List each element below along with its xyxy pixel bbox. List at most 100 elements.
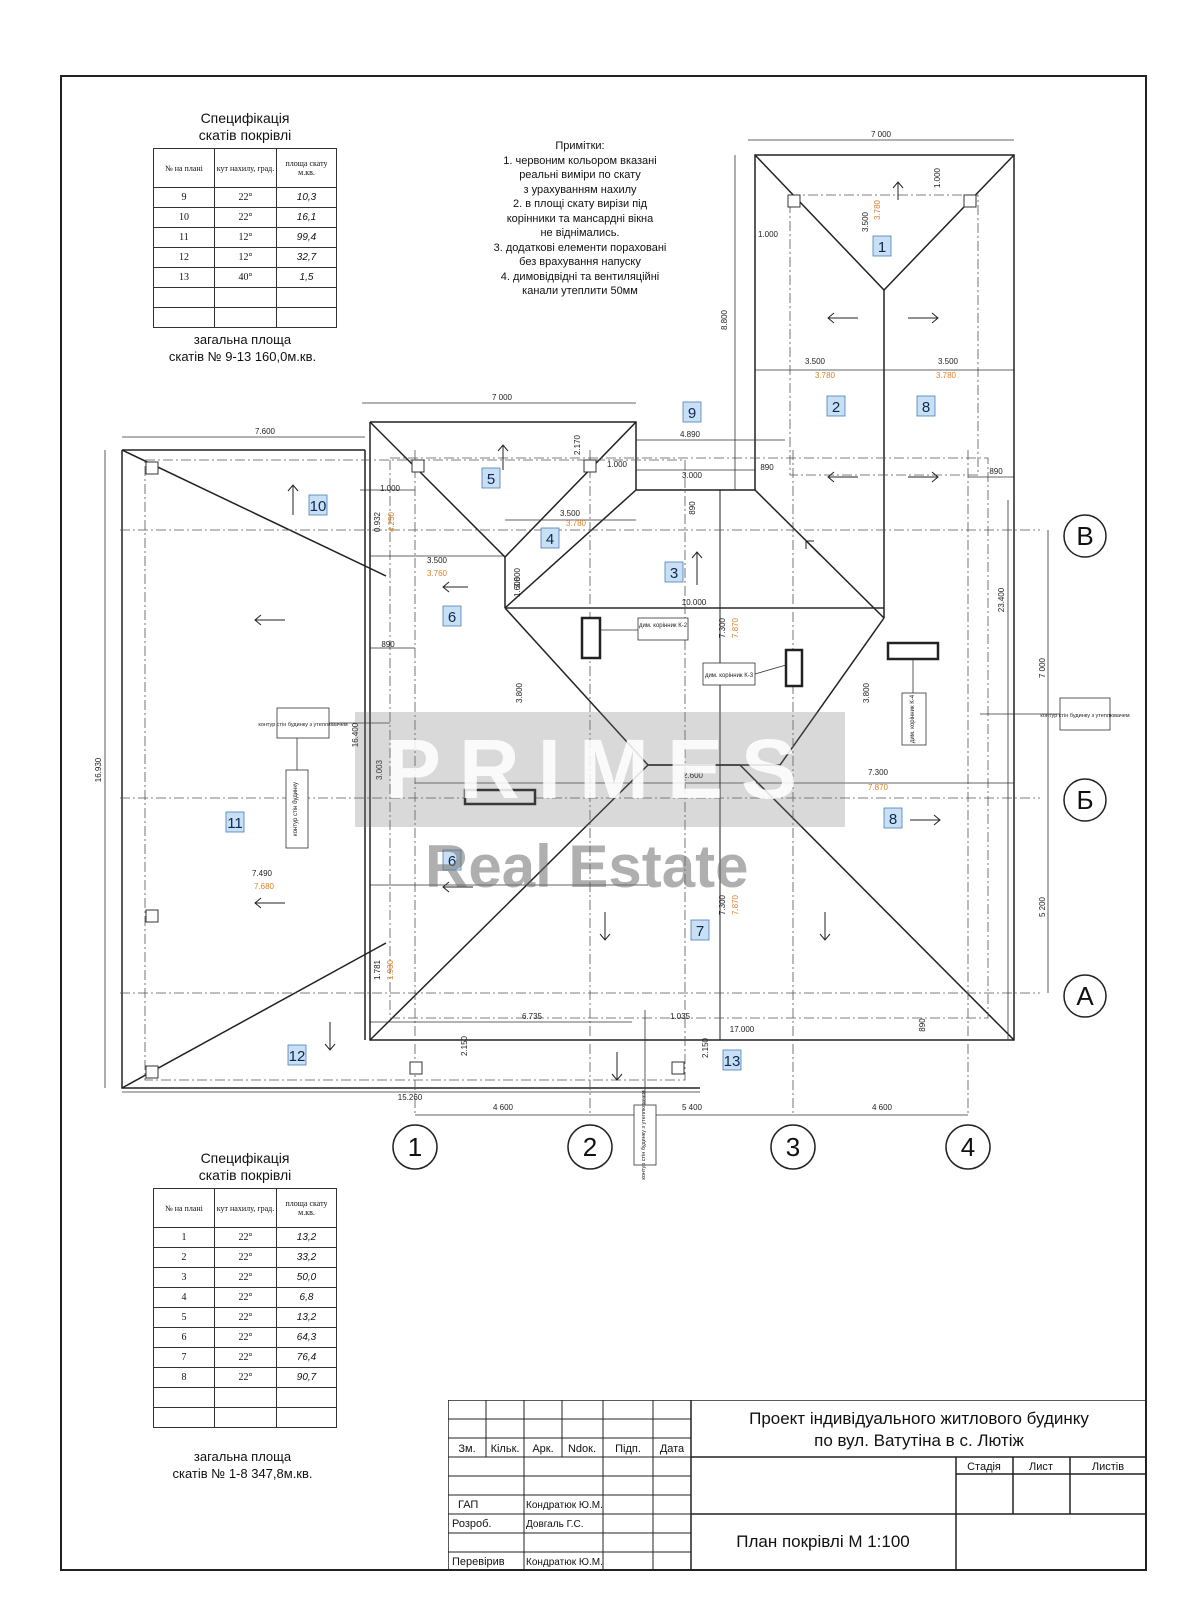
- spec-bottom-grid: № на плані кут нахилу, град. площа скату…: [153, 1188, 337, 1428]
- spec-top-blank-row: [153, 307, 337, 328]
- label-box-wall-left: [276, 707, 330, 739]
- axis-bubble-circle: [770, 1124, 816, 1170]
- dimension-value: 1.600: [513, 576, 522, 597]
- axis-bubble-number: 2: [567, 1124, 613, 1170]
- wing-wall-contour: [789, 194, 979, 476]
- arrow-right-icon: [910, 814, 941, 826]
- chimneys: [463, 616, 940, 806]
- slope-label-box: [690, 919, 710, 941]
- dimension-value: 1.930: [386, 959, 395, 980]
- stamp-role-pereviryv: Перевірив: [452, 1556, 505, 1568]
- slope-label-box: [722, 1049, 742, 1071]
- vent-marker: [583, 459, 597, 473]
- arrow-down-icon: [324, 1022, 336, 1051]
- note-line: без врахування напуску: [519, 256, 641, 268]
- axis-bubble-letter: В: [1063, 514, 1107, 558]
- label-wall-contour-vert: контур стін будинку: [293, 782, 299, 836]
- arrow-down-icon: [599, 912, 611, 941]
- label-wall-contour-bottom: контур стін будинку з утеплювачем: [641, 1090, 647, 1179]
- vent-marker: [409, 1061, 423, 1075]
- spec-bottom-head-no: № на плані: [153, 1188, 215, 1228]
- slope-label-text: 3: [670, 565, 678, 582]
- valley-left: [504, 489, 637, 609]
- dimension-value: 4.890: [680, 430, 701, 439]
- dimension-value: 3.800: [515, 682, 524, 703]
- arrow-left-icon: [442, 581, 468, 593]
- slope-label: 6: [442, 849, 462, 871]
- vent-marker: [145, 461, 159, 475]
- axis-bubble-number: 1: [392, 1124, 438, 1170]
- dimension-value: 3.780: [936, 371, 957, 380]
- vent-marker: [411, 459, 425, 473]
- arrow-left-icon: [254, 614, 285, 626]
- slope-label: 10: [308, 494, 328, 516]
- dimension-value: 5 400: [682, 1103, 703, 1112]
- stamp-name-gap: Кондратюк Ю.М.: [526, 1500, 603, 1511]
- arrow-right-icon: [908, 471, 939, 483]
- slope-label-box: [225, 811, 245, 833]
- dimension-value: 4 600: [493, 1103, 514, 1112]
- slope-label: 8: [883, 807, 903, 829]
- dimension-value: 7 000: [1038, 657, 1047, 678]
- arrow-diagonal-icon: [805, 540, 821, 556]
- slope-label-text: 7: [696, 923, 704, 940]
- dimension-value: 890: [918, 1018, 927, 1032]
- spec-bottom-title: Специфікація скатів покрівлі: [153, 1150, 337, 1184]
- slope-label: 4: [540, 527, 560, 549]
- stamp-role-gap: ГАП: [458, 1499, 478, 1511]
- slope-label: 7: [690, 919, 710, 941]
- annotation-boxes: [276, 617, 1111, 1166]
- dimension-value: 7.680: [254, 882, 275, 891]
- slope-label-text: 2: [832, 399, 840, 416]
- hip-top-left-wing: [369, 421, 637, 559]
- watermark-logo: PRIMES: [355, 712, 845, 827]
- dimension-value: 1.035: [670, 1012, 691, 1021]
- chimney-k1-icon: [463, 788, 537, 806]
- dimension-value: 3.780: [815, 371, 836, 380]
- dimension-value: 7 000: [492, 393, 513, 402]
- slope-label-text: 11: [227, 815, 243, 832]
- label-chimney-k3: дим. корінник К-3: [705, 673, 754, 679]
- slope-label-text: 10: [310, 498, 327, 515]
- vent-marker: [787, 194, 801, 208]
- dimension-value: 3.500: [805, 357, 826, 366]
- dimension-value: 16.930: [94, 757, 103, 782]
- spec-table-bottom: Специфікація скатів покрівлі № на плані …: [153, 1150, 337, 1428]
- slope-label-box: [287, 1044, 307, 1066]
- dimension-value: 890: [688, 501, 697, 515]
- axis-bubble-number: 3: [770, 1124, 816, 1170]
- slope-arrows: [254, 181, 941, 1081]
- stamp-lyst: Лист: [1029, 1461, 1053, 1473]
- stamp-col-data: Дата: [660, 1443, 685, 1455]
- note-line: корінники та мансардні вікна: [506, 212, 654, 225]
- note-line: не віднімались.: [540, 227, 620, 239]
- spec-bottom-head-angle: кут нахилу, град.: [214, 1188, 277, 1228]
- label-wall-contour-right: контур стін будинку з утеплювачем: [1040, 713, 1129, 719]
- chimney-k2-icon: [580, 616, 602, 660]
- axis-bubble-letter: Б: [1063, 778, 1107, 822]
- dimension-value: 2.150: [460, 1035, 469, 1056]
- dimension-value: 7.870: [731, 617, 740, 638]
- slope-label-box: [442, 605, 462, 627]
- dimension-value: 1.000: [607, 460, 628, 469]
- dimension-value: 890: [760, 463, 774, 472]
- dimension-value: 7.600: [255, 427, 276, 436]
- label-chimney-k2: дим. корінник К-2: [639, 623, 688, 629]
- corner-markers: [145, 194, 977, 1079]
- stamp-name-rozrob: Довгаль Г.С.: [526, 1519, 584, 1530]
- left-hip-bottom: [121, 942, 387, 1089]
- slope-label: 8: [916, 395, 936, 417]
- axis-bubble-text: Б: [1076, 785, 1093, 815]
- spec-top-title: Специфікація скатів покрівлі: [153, 110, 337, 144]
- dimension-value: 2.170: [573, 434, 582, 455]
- dimension-value: 7.870: [868, 783, 889, 792]
- axis-bubble-circle: [1063, 974, 1107, 1018]
- arrow-up-icon: [892, 181, 904, 200]
- slope-label: 9: [682, 401, 702, 423]
- dimension-value: 3.500: [938, 357, 959, 366]
- slope-label: 1: [872, 235, 892, 257]
- slope-label-text: 4: [546, 531, 554, 548]
